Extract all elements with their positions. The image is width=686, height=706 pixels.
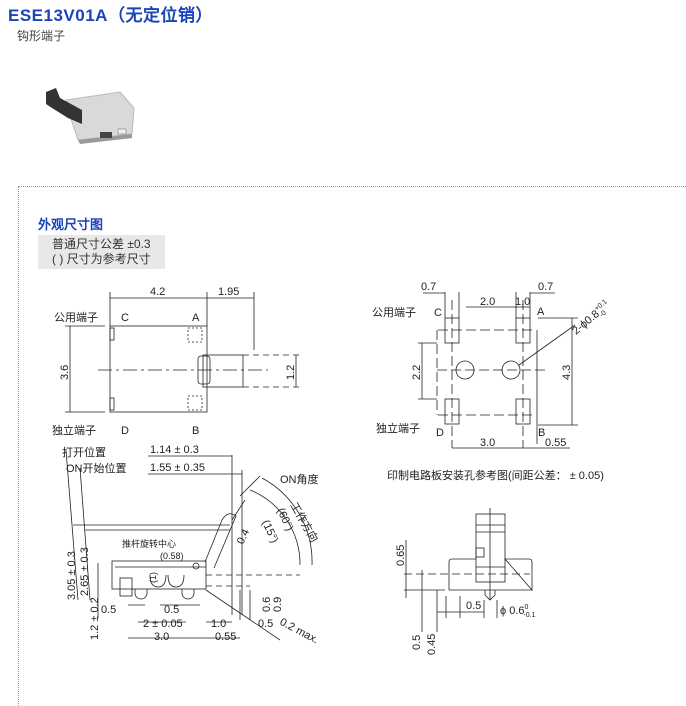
dim-3-0: 3.0 [154,631,169,643]
on-position-value: 1.55 ± 0.35 [150,462,205,474]
section-title: 外观尺寸图 [38,217,104,232]
dim-0-5-right: 0.5 [258,618,273,630]
terminal-c: C [121,312,129,324]
dim-width: 4.2 [150,286,165,298]
dim-0-55: 0.55 [215,631,236,643]
dim-0-58: (0.58) [160,551,184,561]
side-view: 打开位置 1.14 ± 0.3 ON开始位置 1.55 ± 0.35 ON角度 … [62,444,322,646]
dim-3-05: 3.05 ± 0.3 [66,551,78,600]
dim-1-2: 1.2 ± 0.2 [89,597,101,640]
dim-0-5-mid: 0.5 [164,604,179,616]
tolerance-note: 普通尺寸公差 ±0.3 ( ) 尺寸为参考尺寸 [38,235,165,269]
dim-0-9: 0.9 [272,597,284,612]
dim-0-5-front: 0.5 [466,600,481,612]
dim-0-45: 0.45 [426,634,438,655]
pcb-terminal-d: D [436,427,444,439]
on-position-label: ON开始位置 [66,461,127,475]
dim-pad-gap: 1.0 [515,296,530,308]
terminal-d: D [121,425,129,437]
dim-height: 3.6 [59,365,71,380]
product-photo [46,88,135,144]
dim-0-2-max: 0.2 max. [278,616,321,646]
pcb-independent-terminal-label: 独立端子 [376,421,420,435]
pcb-terminal-c: C [434,307,442,319]
front-view: 0.65 0.5 0.45 0.5 ϕ 0.60-0.1 [395,508,536,655]
top-view: 4.2 1.95 公用端子 C A 独立端子 D B 3.6 1.2 [52,286,300,437]
dim-0-5: 0.5 [411,635,423,650]
dim-2: 2 ± 0.05 [143,618,183,630]
dim-pitch-top: 2.0 [480,296,495,308]
terminal-a: A [192,312,200,324]
dim-0-6: 0.6 [261,597,273,612]
dim-hole: 2-ϕ0.8+0.1-0 [570,298,614,339]
terminal-b: B [192,425,199,437]
pcb-caption: 印制电路板安装孔参考图(间距公差： ± 0.05) [387,468,604,482]
open-position-value: 1.14 ± 0.3 [150,444,199,456]
pivot-label: 推杆旋转中心 [122,538,176,549]
dimension-drawing: 4.2 1.95 公用端子 C A 独立端子 D B 3.6 1.2 [52,281,614,655]
common-terminal-label: 公用端子 [54,311,98,324]
pin-diameter: ϕ 0.60-0.1 [500,604,536,619]
angle-15: (15°) [259,518,280,545]
pcb-terminal-b: B [538,427,545,439]
independent-terminal-label: 独立端子 [52,423,96,437]
pcb-view: 0.7 2.0 1.0 0.7 公用端子 C A 独立端子 D B 2-ϕ0.8… [372,281,614,482]
dim-height: 4.3 [561,365,573,380]
dim-1-0: 1.0 [211,618,226,630]
dimension-panel [18,186,686,706]
dim-2-65: 2.65 ± 0.3 [79,547,91,596]
product-subtitle: 钩形端子 [17,29,66,43]
dim-plunger-width: 1.2 [285,365,297,380]
product-title: ESE13V01A（无定位销） [8,6,213,25]
on-angle-label: ON角度 [280,472,319,486]
pcb-terminal-a: A [537,306,545,318]
dim-pad-left: 0.7 [421,281,436,293]
pcb-common-terminal-label: 公用端子 [372,306,416,319]
dim-span: 2.2 [411,365,423,380]
dim-pitch-bottom: 3.0 [480,437,495,449]
open-position-label: 打开位置 [62,445,106,459]
dim-offset: 0.55 [545,437,566,449]
reference-line: ( ) 尺寸为参考尺寸 [52,252,151,266]
dim-plunger: 1.95 [218,286,239,298]
dim-0-65: 0.65 [395,545,407,566]
tolerance-line: 普通尺寸公差 ±0.3 [52,237,151,251]
dim-0-5-left: 0.5 [101,604,116,616]
dim-0-4: 0.4 [235,527,252,546]
dim-1: (1) [148,572,158,583]
dim-pad-right: 0.7 [538,281,553,293]
